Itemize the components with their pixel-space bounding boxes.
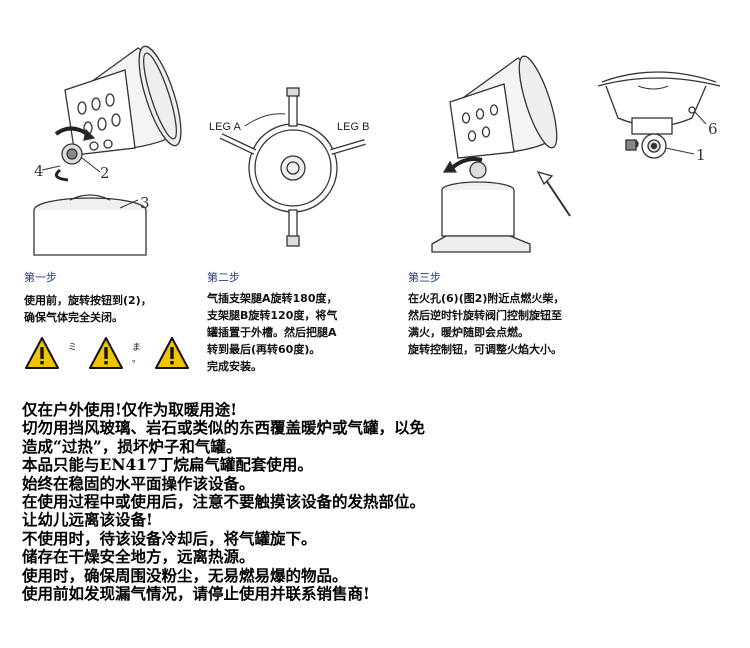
warning-triangle-icon (89, 337, 123, 369)
step3-text: 在火孔(6)(图2)附近点燃火柴， 然后逆时针旋转阀门控制旋钮至 满火，暖炉随即… (408, 290, 564, 358)
step3-line: 旋转控制钮，可调整火焰大小。 (408, 343, 562, 356)
figure-step2-legs: LEG A LEG B (209, 87, 369, 247)
note-line: 仅在户外使用!仅作为取暖用途! (22, 400, 238, 419)
leg-b-label: LEG B (337, 121, 369, 133)
callout-4: 4 (34, 162, 44, 180)
warning-triangle-icon (155, 337, 189, 369)
step2-line: 完成安装。 (207, 360, 262, 373)
warning-icons: ミ ま 。 (24, 336, 194, 376)
step3-line: 然后逆时针旋转阀门控制旋钮至 (408, 309, 562, 322)
note-line: 始终在稳固的水平面操作该设备。 (22, 473, 255, 493)
callout-1: 1 (696, 146, 706, 164)
step1-line: 使用前，旋转按钮到(2)， (24, 294, 152, 307)
note-line: 造成“过热”，损坏炉子和气罐。 (22, 436, 242, 456)
step2-line: 转到最后(再转60度)。 (207, 343, 321, 356)
step2-line: 支架腿B旋转120度，将气 (207, 309, 338, 322)
warning-mark: ま (132, 343, 142, 353)
step2-title: 第二步 (207, 271, 240, 284)
callout-3: 3 (140, 194, 150, 212)
note-line: 切勿用挡风玻璃、岩石或类似的东西覆盖暖炉或气罐，以免 (22, 418, 426, 438)
warning-mark: 。 (132, 355, 142, 365)
figure-overview-knob-hole: 6 1 (597, 71, 721, 164)
note-line: 储存在干燥安全地方，远离热源。 (22, 547, 255, 567)
step2-line: 罐插置于外槽。然后把腿A (207, 326, 337, 339)
warning-mark: ミ (68, 343, 78, 353)
step1-title: 第一步 (24, 271, 57, 284)
step1-line: 确保气体完全关闭。 (24, 311, 123, 324)
note-line: 让幼儿远离该设备! (22, 510, 153, 530)
note-line: 在使用过程中或使用后，注意不要触摸该设备的发热部位。 (22, 492, 426, 512)
step3-title: 第三步 (408, 271, 441, 284)
step2-text: 气插支架腿A旋转180度， 支架腿B旋转120度，将气 罐插置于外槽。然后把腿A… (207, 290, 337, 375)
note-line: 不使用时，待该设备冷却后，将气罐旋下。 (22, 528, 317, 548)
leg-a-label: LEG A (209, 121, 241, 133)
callout-6: 6 (708, 120, 718, 138)
safety-notes: 仅在户外使用!仅作为取暖用途! 切勿用挡风玻璃、岩石或类似的东西覆盖暖炉或气罐，… (22, 400, 426, 604)
step3-line: 在火孔(6)(图2)附近点燃火柴， (408, 292, 565, 305)
step1-text: 使用前，旋转按钮到(2)， 确保气体完全关闭。 (24, 292, 152, 326)
note-line: 本品只能与EN417丁烷扁气罐配套使用。 (22, 455, 313, 475)
callout-2: 2 (100, 164, 110, 182)
step3-line: 满火，暖炉随即会点燃。 (408, 326, 529, 339)
figure-step1-knob-canister: 4 2 3 (33, 45, 182, 256)
note-line: 使用时，确保周围没粉尘，无易燃易爆的物品。 (22, 565, 348, 585)
figure-step3-lighting (431, 55, 571, 253)
note-line: 使用前如发现漏气情况，请停止使用并联系销售商! (22, 584, 370, 604)
warning-triangle-icon (25, 337, 59, 369)
step2-line: 气插支架腿A旋转180度， (207, 292, 338, 305)
